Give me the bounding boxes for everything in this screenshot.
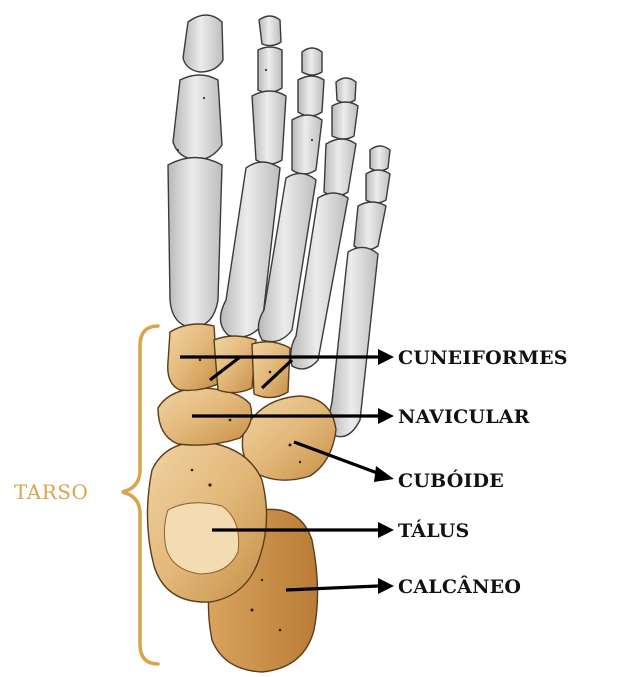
tarso-label: TARSO (14, 480, 88, 504)
label-calcaneo: CALCÂNEO (398, 575, 521, 598)
label-talus: TÁLUS (398, 519, 469, 542)
toe-1-bones (168, 15, 223, 328)
cuboid-bone (242, 396, 336, 480)
label-navicular: NAVICULAR (398, 406, 530, 428)
label-cuboide: CUBÓIDE (398, 469, 504, 492)
label-cuneiformes: CUNEIFORMES (398, 347, 568, 369)
intermediate-cuneiform-bone (214, 336, 256, 393)
bone-labels: CUNEIFORMES NAVICULAR CUBÓIDE TÁLUS CALC… (398, 347, 568, 598)
lateral-cuneiform-bone (252, 342, 290, 398)
talus-articular-surface (164, 503, 238, 574)
